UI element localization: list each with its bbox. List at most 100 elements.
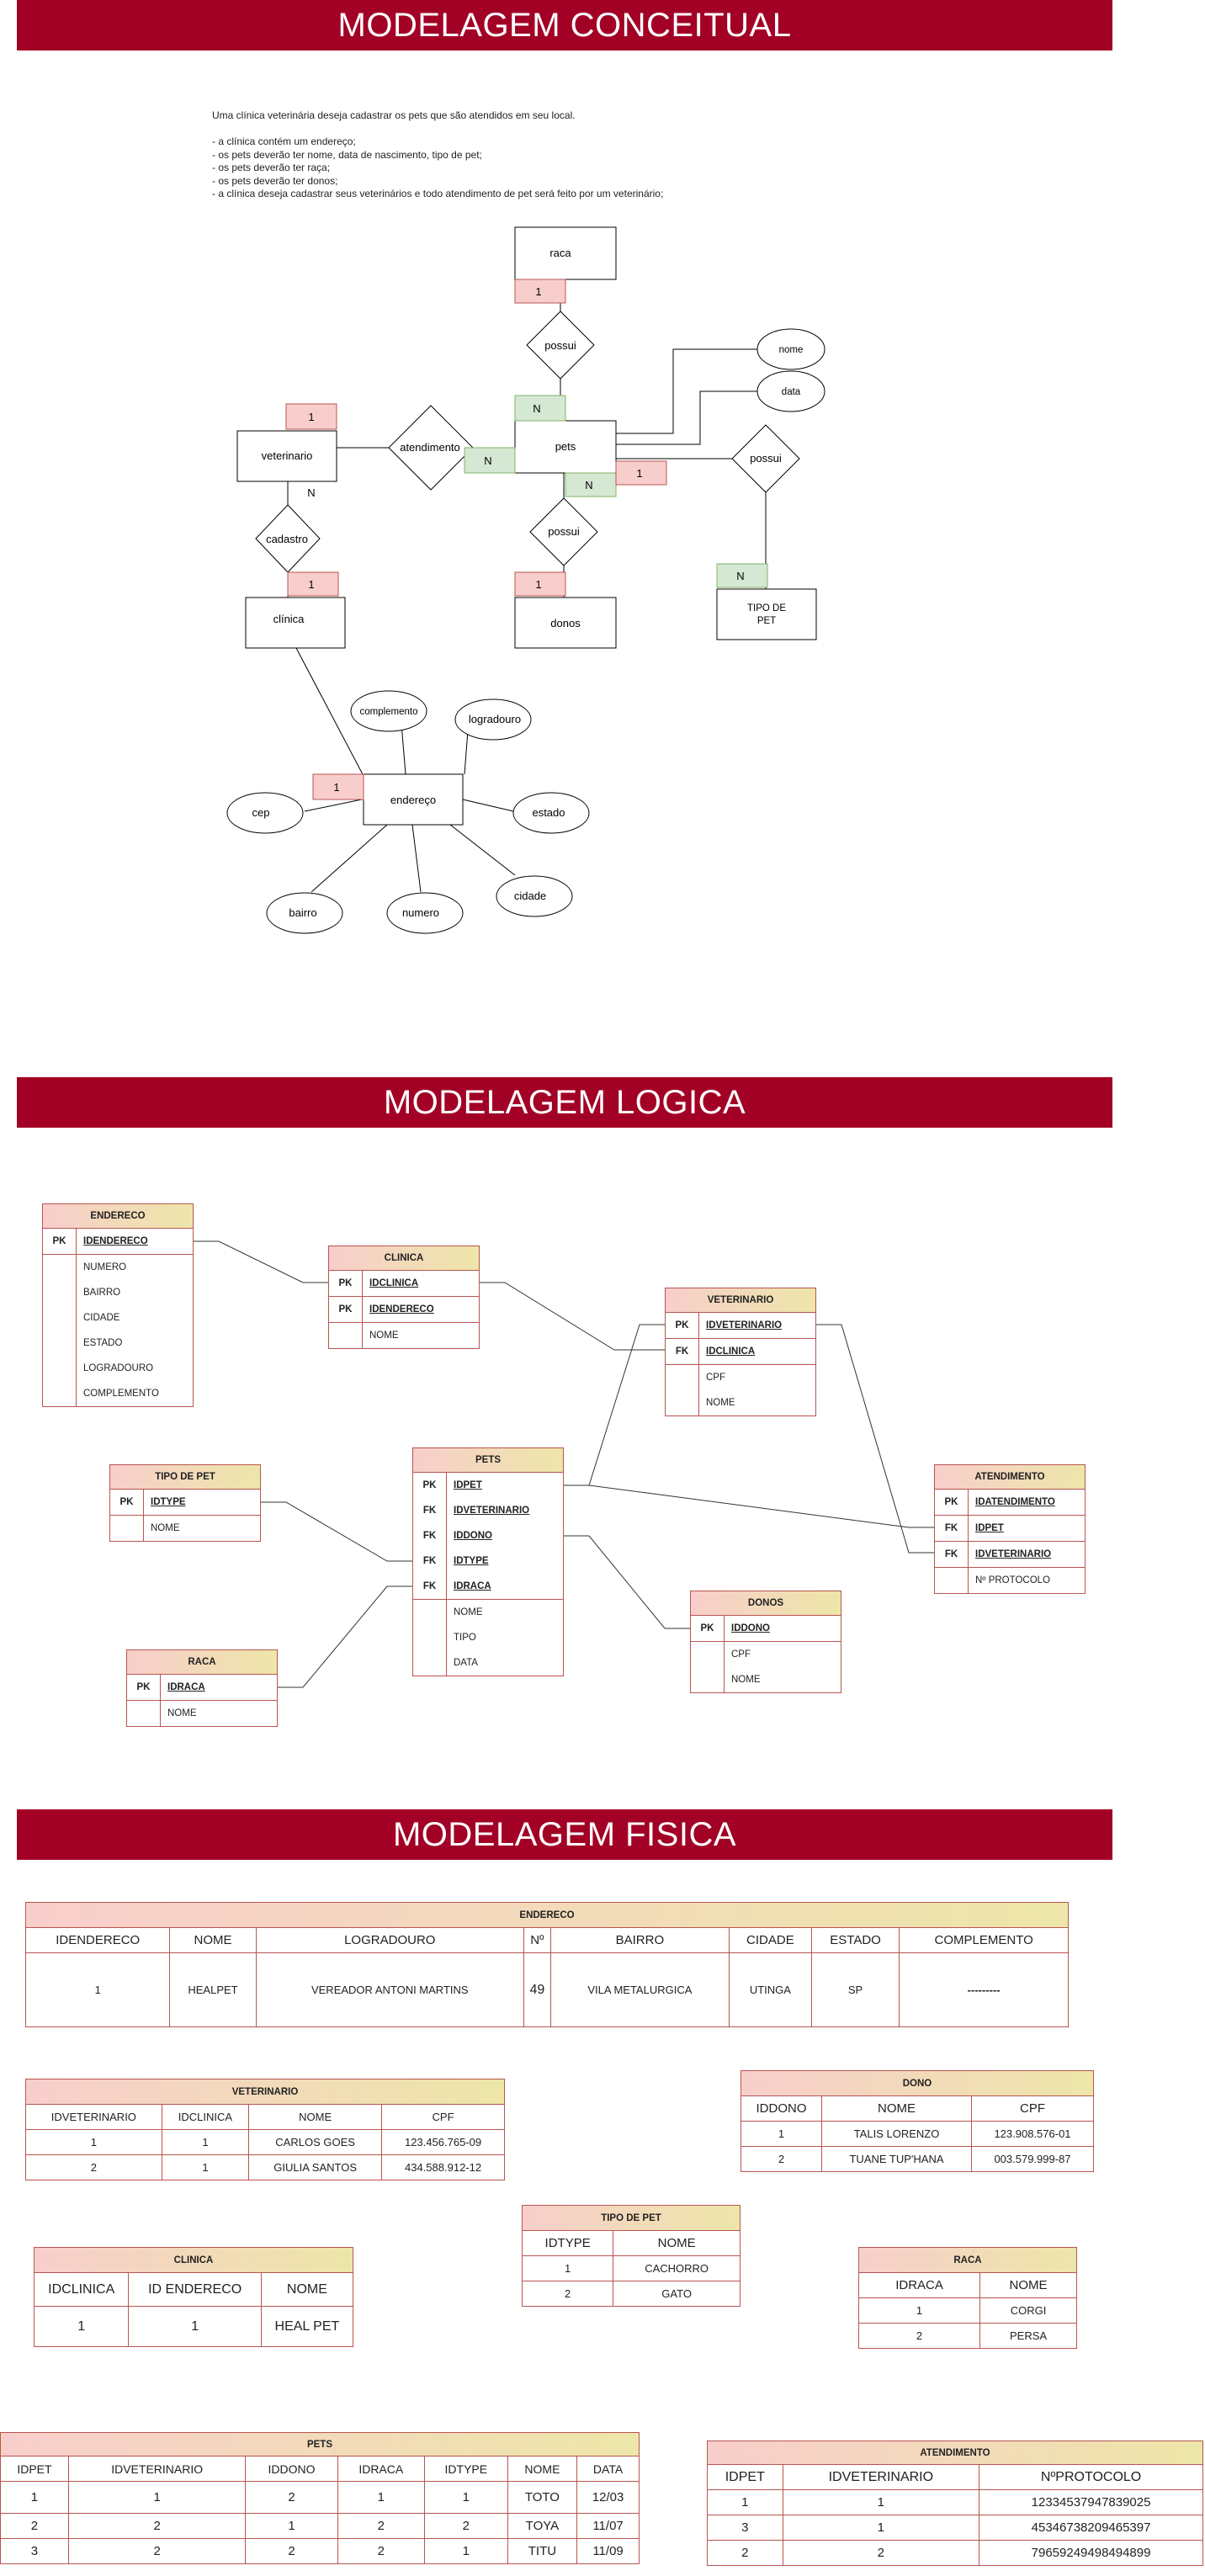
col-header: IDENDERECO bbox=[24, 1927, 171, 1953]
col-header: IDVETERINARIO bbox=[782, 2464, 980, 2490]
col-header: DATA bbox=[576, 2456, 640, 2482]
cell: 12334537947839025 bbox=[979, 2489, 1203, 2515]
col-header: ESTADO bbox=[810, 1927, 900, 1953]
card-endereco-1: 1 bbox=[333, 781, 339, 794]
col-header: CPF bbox=[381, 2104, 505, 2130]
entity-endereco: endereço bbox=[390, 794, 436, 806]
key-cell bbox=[43, 1356, 77, 1381]
col-header: IDVETERINARIO bbox=[25, 2104, 162, 2130]
section-banner-fisica: MODELAGEM FISICA bbox=[17, 1809, 1112, 1860]
col-header: LOGRADOURO bbox=[255, 1927, 524, 1953]
key-cell bbox=[935, 1568, 969, 1593]
table-title: ATENDIMENTO bbox=[707, 2441, 1203, 2465]
pk-field: IDDONO bbox=[731, 1623, 770, 1633]
card-vet-1: 1 bbox=[308, 411, 314, 423]
col-header: Nº bbox=[523, 1927, 551, 1953]
rel-cadastro: cadastro bbox=[266, 533, 308, 545]
entity-veterinario: veterinario bbox=[262, 449, 313, 462]
field: Nº PROTOCOLO bbox=[975, 1575, 1050, 1585]
col-header: NOME bbox=[979, 2272, 1077, 2298]
section-banner-logica: MODELAGEM LOGICA bbox=[17, 1077, 1112, 1128]
key-cell bbox=[43, 1330, 77, 1356]
pk-label: PK bbox=[329, 1271, 363, 1296]
col-header: IDCLINICA bbox=[33, 2272, 130, 2307]
col-header: IDDONO bbox=[740, 2095, 823, 2122]
table-title: ENDERECO bbox=[43, 1204, 193, 1229]
col-header: NOME bbox=[248, 2104, 383, 2130]
fk-field: IDPET bbox=[975, 1523, 1004, 1533]
fk-label: FK bbox=[935, 1542, 969, 1567]
table-title: DONOS bbox=[691, 1591, 841, 1616]
pk-label: PK bbox=[935, 1490, 969, 1515]
key-cell bbox=[666, 1365, 699, 1390]
col-header: CIDADE bbox=[728, 1927, 812, 1953]
pk-field: IDTYPE bbox=[151, 1497, 186, 1507]
card-clinica-1: 1 bbox=[308, 578, 314, 591]
cell: 2 bbox=[857, 2323, 981, 2349]
cell: GATO bbox=[613, 2281, 741, 2307]
cell: 2 bbox=[337, 2513, 425, 2539]
key-cell bbox=[329, 1323, 363, 1348]
cell: 1 bbox=[245, 2513, 338, 2539]
physical-table-pets: PETS IDPET IDVETERINARIO IDDONO IDRACA I… bbox=[0, 2432, 640, 2564]
cell: CACHORRO bbox=[613, 2255, 741, 2281]
col-header: NOME bbox=[169, 1927, 257, 1953]
col-header: NºPROTOCOLO bbox=[979, 2464, 1203, 2490]
attr-bairro: bairro bbox=[289, 906, 316, 919]
cell: 123.456.765-09 bbox=[381, 2129, 505, 2155]
cell: TUANE TUP'HANA bbox=[821, 2146, 972, 2172]
cell: 1 bbox=[67, 2481, 247, 2514]
cell: 1 bbox=[740, 2121, 823, 2147]
pk-field: IDATENDIMENTO bbox=[975, 1497, 1055, 1507]
cell: 2 bbox=[740, 2146, 823, 2172]
card-pets-n-left: N bbox=[484, 454, 491, 467]
field: TIPO bbox=[454, 1633, 476, 1643]
cell: 2 bbox=[707, 2540, 783, 2566]
cell: 3 bbox=[707, 2515, 783, 2541]
entity-clinica: clínica bbox=[273, 613, 305, 625]
table-title: PETS bbox=[413, 1448, 563, 1473]
cell: 1 bbox=[128, 2306, 262, 2347]
attr-cidade: cidade bbox=[514, 890, 546, 902]
fk-field: IDRACA bbox=[454, 1581, 491, 1591]
fk-label: FK bbox=[935, 1516, 969, 1541]
table-title: ATENDIMENTO bbox=[935, 1465, 1085, 1490]
key-cell bbox=[666, 1390, 699, 1415]
cell: TOYA bbox=[507, 2513, 578, 2539]
cell: GIULIA SANTOS bbox=[248, 2154, 383, 2180]
entity-tipo-pet-line2: PET bbox=[757, 616, 776, 626]
key-cell bbox=[43, 1280, 77, 1305]
cell: --------- bbox=[899, 1952, 1069, 2027]
cell: 11/07 bbox=[576, 2513, 640, 2539]
cell: 2 bbox=[67, 2513, 247, 2539]
cell: TITU bbox=[507, 2538, 578, 2564]
key-cell bbox=[43, 1255, 77, 1280]
cell: 003.579.999-87 bbox=[971, 2146, 1094, 2172]
cell: PERSA bbox=[979, 2323, 1077, 2349]
cell: 2 bbox=[25, 2154, 162, 2180]
cell: UTINGA bbox=[728, 1952, 812, 2027]
table-title: VETERINARIO bbox=[666, 1288, 815, 1313]
cell: 2 bbox=[423, 2513, 508, 2539]
cell: 3 bbox=[0, 2538, 69, 2564]
key-cell bbox=[110, 1516, 144, 1541]
col-header: ID ENDERECO bbox=[128, 2272, 262, 2307]
card-tipo-n: N bbox=[736, 570, 744, 582]
col-header: BAIRRO bbox=[549, 1927, 730, 1953]
field: ESTADO bbox=[83, 1338, 123, 1348]
cell: 2 bbox=[0, 2513, 69, 2539]
pk-label: PK bbox=[413, 1473, 447, 1498]
cell: CORGI bbox=[979, 2297, 1077, 2324]
key-cell bbox=[127, 1701, 161, 1726]
physical-table-raca: RACA IDRACA NOME 1 CORGI 2 PERSA bbox=[857, 2247, 1077, 2349]
field: NOME bbox=[706, 1398, 735, 1408]
key-cell bbox=[691, 1642, 725, 1667]
physical-table-atendimento: ATENDIMENTO IDPET IDVETERINARIO NºPROTOC… bbox=[707, 2441, 1203, 2566]
table-title: RACA bbox=[127, 1650, 277, 1675]
col-header: IDVETERINARIO bbox=[67, 2456, 247, 2482]
pk-field: IDVETERINARIO bbox=[706, 1320, 783, 1330]
fk-field: IDDONO bbox=[454, 1531, 492, 1541]
